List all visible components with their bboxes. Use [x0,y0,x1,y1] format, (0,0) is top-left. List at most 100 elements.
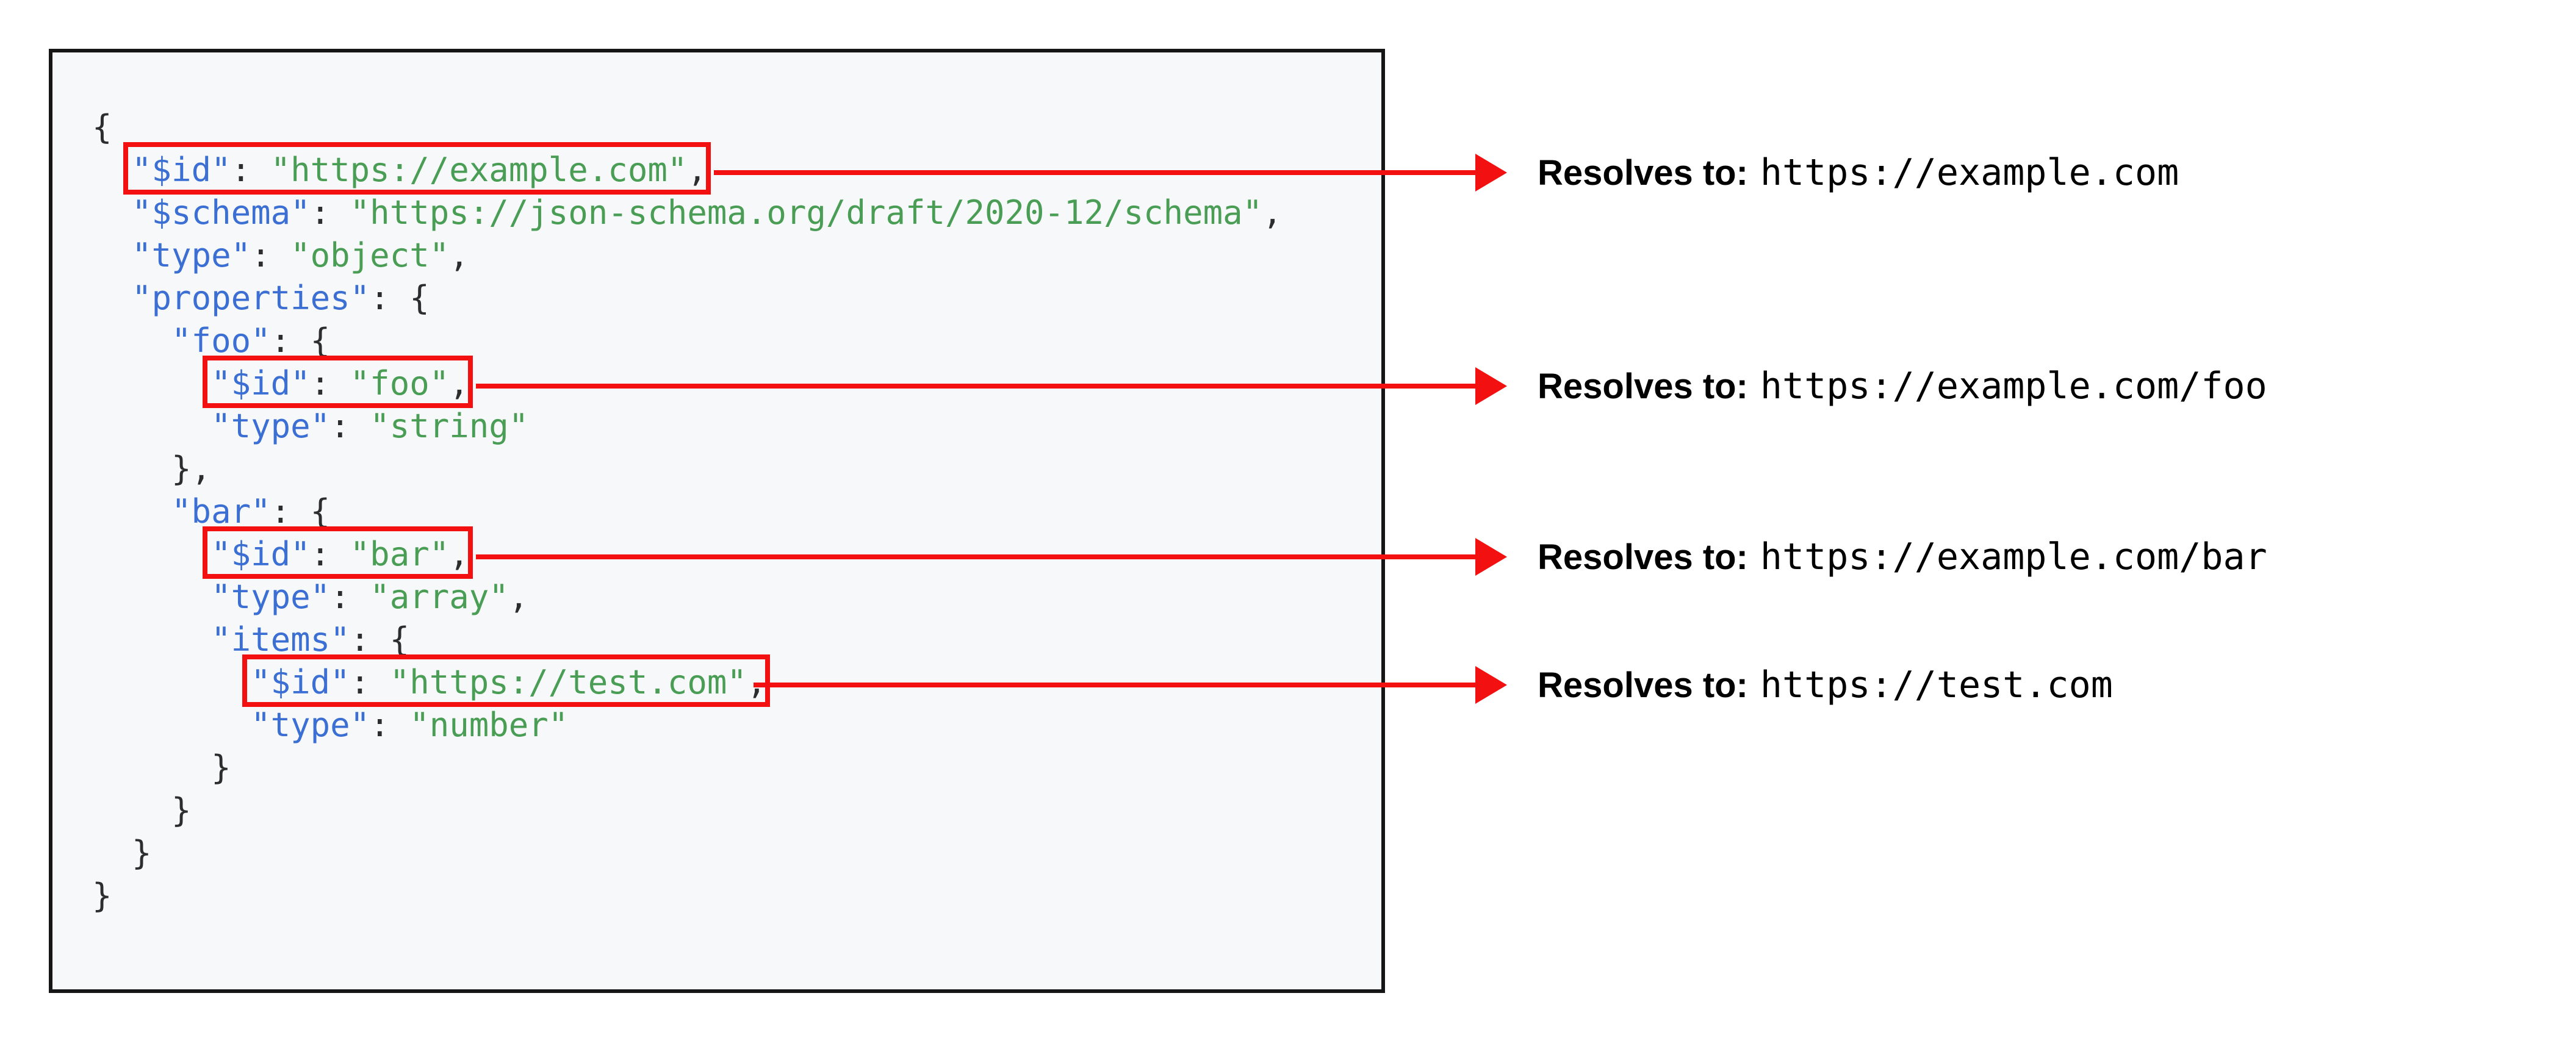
annotation-label: Resolves to: [1538,537,1748,577]
code-line: "bar": { [92,490,1357,533]
code-line: "foo": { [92,320,1357,362]
json-punctuation: , [508,578,529,616]
code-line: } [92,747,1357,789]
arrow-head-icon [1475,666,1507,704]
arrow-shaft [714,170,1480,175]
json-punctuation [92,321,171,360]
json-key: "bar" [171,492,271,531]
json-punctuation: : [370,706,410,744]
json-punctuation [92,492,171,531]
json-punctuation: , [449,535,469,573]
red-highlight-box: "$id": "foo", [203,356,473,408]
json-schema-code-panel: { "$id": "https://example.com", "$schema… [49,49,1385,993]
code-line: } [92,875,1357,917]
json-punctuation [92,620,211,659]
arrow-shaft [754,683,1480,687]
json-punctuation: , [1262,193,1283,232]
json-punctuation: { [92,108,112,146]
annotation-url: https://example.com [1760,151,2179,194]
annotation-label: Resolves to: [1538,153,1748,193]
code-line: "properties": { [92,277,1357,320]
json-string: "https://example.com" [270,151,688,189]
annotation-url: https://test.com [1760,664,2113,706]
json-punctuation [92,193,132,232]
json-string: "number" [409,706,569,744]
red-highlight-box: "$id": "https://test.com", [242,654,771,707]
json-string: "bar" [350,535,450,573]
json-punctuation [92,706,251,744]
red-highlight-box: "$id": "bar", [203,526,473,579]
json-punctuation: : { [270,492,331,531]
json-punctuation: } [92,876,112,915]
json-punctuation: : [251,236,291,274]
json-punctuation: : { [270,321,331,360]
json-punctuation: : { [350,620,410,659]
red-highlight-box: "$id": "https://example.com", [123,142,711,195]
json-punctuation [92,407,211,445]
json-punctuation: , [687,151,707,189]
json-punctuation: } [92,748,231,787]
json-punctuation: : [330,407,370,445]
json-key: "$id" [251,663,350,701]
json-punctuation: } [92,834,152,872]
json-string: "array" [370,578,509,616]
json-punctuation [92,151,132,189]
arrow-shaft [476,384,1480,389]
code-line: { [92,106,1357,149]
json-punctuation: , [449,236,469,274]
annotation-url: https://example.com/foo [1760,365,2267,407]
json-punctuation [92,535,211,573]
json-string: "object" [290,236,450,274]
json-punctuation [92,663,251,701]
json-key: "type" [211,407,331,445]
json-punctuation: } [92,791,192,830]
code-line: "$schema": "https://json-schema.org/draf… [92,192,1357,234]
json-punctuation: : [330,578,370,616]
json-punctuation: , [747,663,767,701]
json-punctuation [92,236,132,274]
json-punctuation: , [449,364,469,403]
json-punctuation [92,279,132,317]
json-key: "$id" [211,535,311,573]
json-punctuation [92,578,211,616]
code-line: "type": "object", [92,234,1357,277]
json-key: "type" [251,706,370,744]
code-block: { "$id": "https://example.com", "$schema… [92,106,1357,917]
json-string: "string" [370,407,529,445]
json-key: "items" [211,620,350,659]
code-line: } [92,789,1357,832]
arrow-head-icon [1475,367,1507,405]
json-punctuation: : [310,193,350,232]
resolution-annotation: Resolves to: https://test.com [1538,664,2113,706]
code-line: }, [92,448,1357,490]
json-punctuation: : [231,151,271,189]
json-punctuation: }, [92,450,212,488]
json-key: "type" [211,578,331,616]
json-string: "https://test.com" [389,663,747,701]
json-punctuation: : [310,364,350,403]
arrow-shaft [476,554,1480,559]
arrow-head-icon [1475,154,1507,192]
json-key: "$schema" [132,193,311,232]
json-string: "foo" [350,364,450,403]
arrow-head-icon [1475,538,1507,576]
resolution-annotation: Resolves to: https://example.com/bar [1538,536,2267,578]
annotation-label: Resolves to: [1538,665,1748,705]
code-line: "items": { [92,618,1357,661]
code-line: } [92,832,1357,875]
resolution-annotation: Resolves to: https://example.com [1538,151,2179,194]
json-key: "foo" [171,321,271,360]
json-punctuation [92,364,211,403]
json-key: "$id" [211,364,311,403]
code-line: "type": "string" [92,405,1357,448]
json-key: "properties" [132,279,370,317]
json-punctuation: : [310,535,350,573]
json-string: "https://json-schema.org/draft/2020-12/s… [350,193,1263,232]
json-punctuation: : [350,663,390,701]
annotation-url: https://example.com/bar [1760,536,2267,578]
annotation-label: Resolves to: [1538,367,1748,406]
json-key: "type" [132,236,251,274]
code-line: "type": "number" [92,704,1357,747]
json-key: "$id" [132,151,231,189]
